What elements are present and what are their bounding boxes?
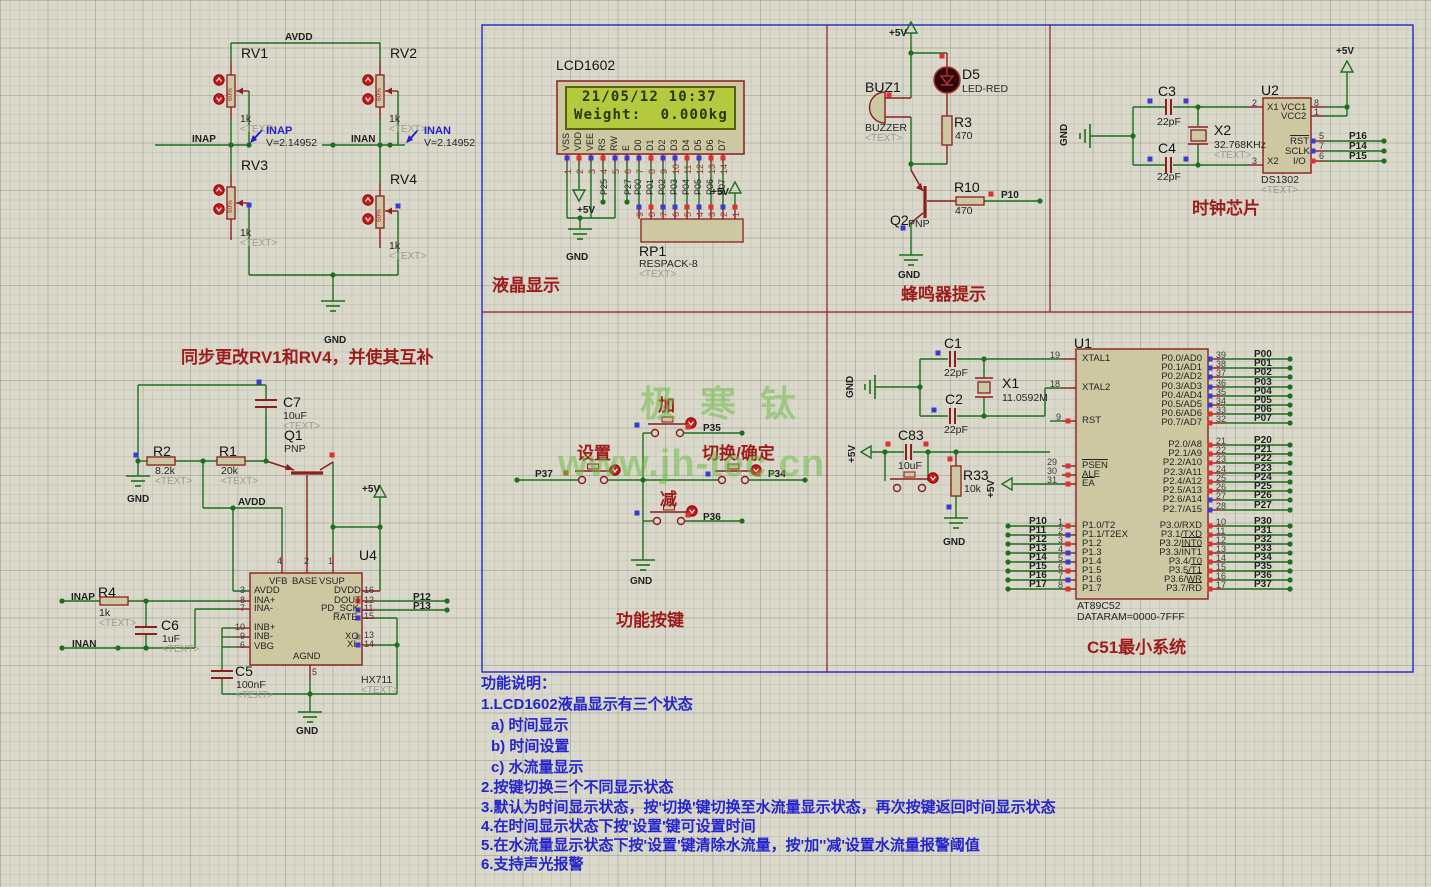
power-5v-icon (1339, 59, 1355, 73)
rv4-decrease-control[interactable] (362, 213, 374, 225)
inan-voltage-probe[interactable] (406, 129, 419, 143)
rv2-increase-control[interactable] (362, 74, 374, 86)
add-button[interactable] (648, 416, 687, 438)
power-5v-icon (571, 189, 587, 203)
led-red-icon (933, 66, 961, 94)
power-5v-icon (859, 444, 872, 460)
power-5v-icon (372, 484, 388, 498)
reset-button[interactable] (890, 471, 929, 493)
power-5v-icon (727, 180, 743, 194)
buzzer-icon (868, 91, 886, 124)
rv3-decrease-control[interactable] (213, 203, 225, 215)
set-button[interactable] (575, 463, 611, 485)
minus-button[interactable] (650, 504, 688, 526)
rv3-increase-control[interactable] (213, 184, 225, 196)
rv2-decrease-control[interactable] (362, 93, 374, 105)
power-5v-icon (903, 20, 919, 34)
reset-button-toggle[interactable] (927, 472, 939, 484)
power-5v-icon (1000, 476, 1013, 492)
rv4-increase-control[interactable] (362, 194, 374, 206)
inap-voltage-probe[interactable] (250, 129, 263, 143)
set-button-toggle[interactable] (609, 464, 621, 476)
switch-confirm-button[interactable] (715, 463, 752, 485)
rv1-increase-control[interactable] (213, 74, 225, 86)
rv1-decrease-control[interactable] (213, 93, 225, 105)
